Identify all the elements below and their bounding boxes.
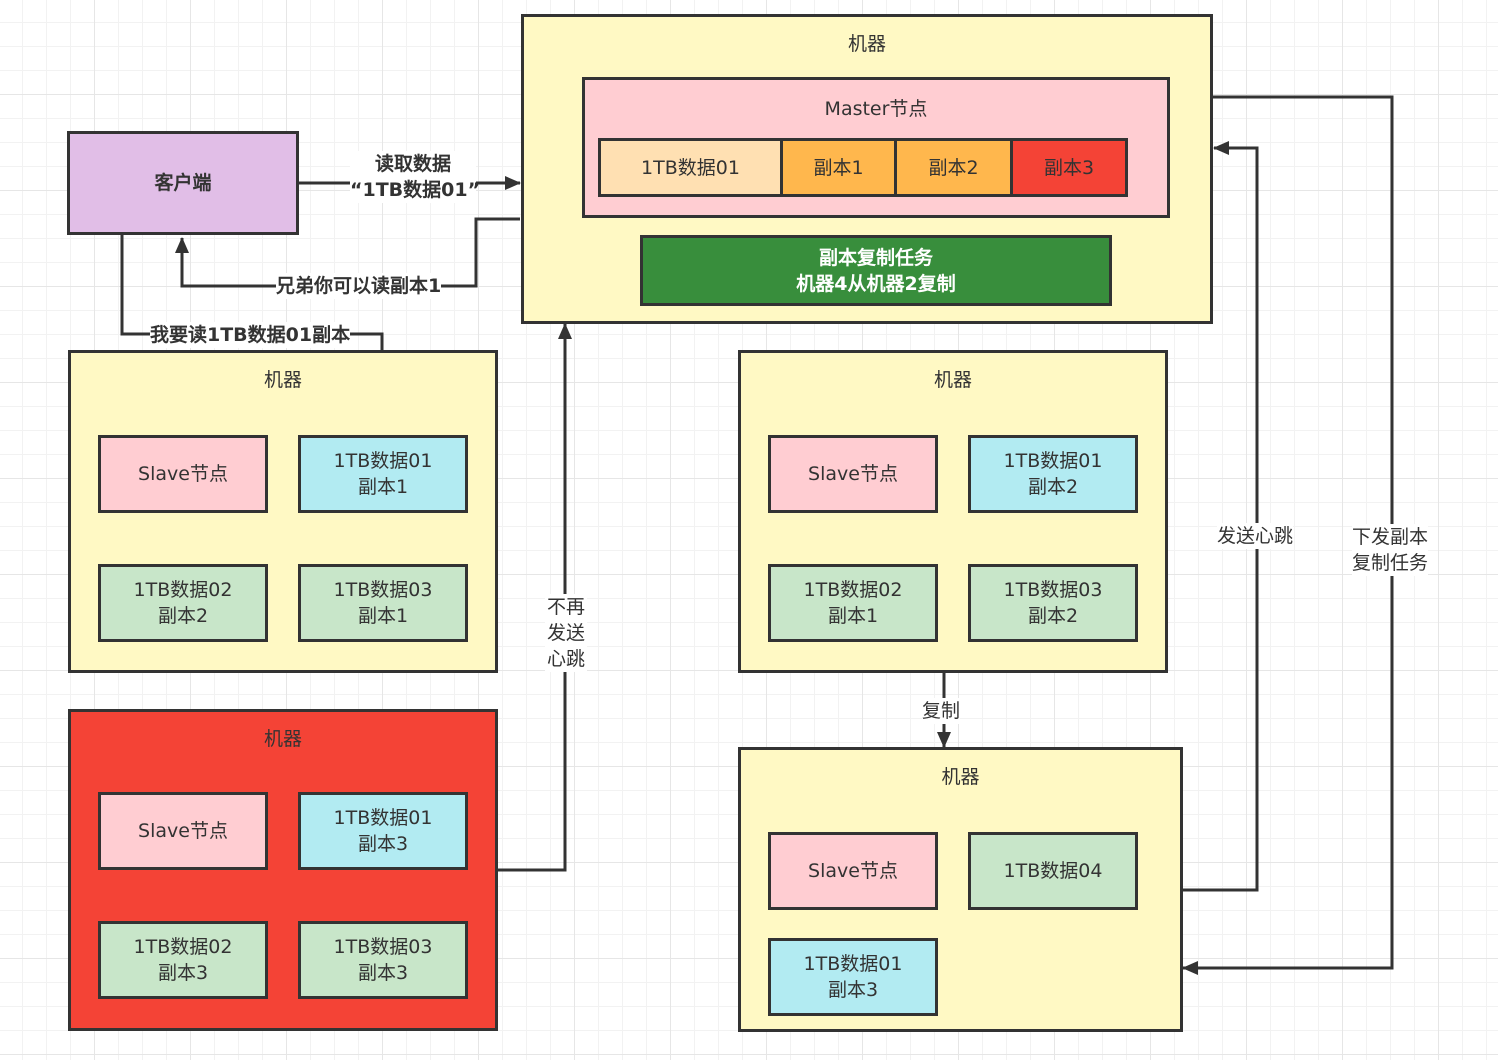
item-line1: Slave节点 (138, 820, 228, 842)
label-line1: 不再 (546, 596, 585, 618)
replica-block[interactable]: 1TB数据03 副本2 (968, 564, 1138, 642)
replica-copy-task[interactable]: 副本复制任务 机器4从机器2复制 (640, 235, 1112, 306)
task-line2: 机器4从机器2复制 (796, 272, 956, 295)
segment-label: 副本2 (928, 156, 979, 179)
replica-block[interactable]: 1TB数据04 (968, 832, 1138, 910)
label-line1: 读取数据 (374, 153, 451, 175)
replica-block[interactable]: 1TB数据01 副本3 (298, 792, 468, 870)
segment-replica3[interactable]: 副本3 (1013, 141, 1125, 194)
slave-node[interactable]: Slave节点 (768, 435, 938, 513)
label-line2: 复制任务 (1352, 552, 1429, 574)
item-line1: 1TB数据02 (133, 579, 233, 601)
edge-label-master-reply: 兄弟你可以读副本1 (276, 273, 442, 299)
item-line1: Slave节点 (808, 463, 898, 485)
replica-block[interactable]: 1TB数据02 副本3 (98, 921, 268, 999)
slave-node[interactable]: Slave节点 (768, 832, 938, 910)
machine-title: 机器 (933, 369, 972, 391)
machine-title: 机器 (263, 728, 302, 750)
segment-replica2[interactable]: 副本2 (897, 141, 1013, 194)
task-line1: 副本复制任务 (818, 246, 933, 269)
machine-title: 机器 (847, 33, 886, 55)
replica-block[interactable]: 1TB数据01 副本2 (968, 435, 1138, 513)
item-line2: 副本3 (157, 962, 209, 984)
slave-node[interactable]: Slave节点 (98, 435, 268, 513)
item-line2: 副本1 (827, 605, 879, 627)
machine-title: 机器 (263, 369, 302, 391)
replica-block[interactable]: 1TB数据02 副本1 (768, 564, 938, 642)
master-machine[interactable]: 机器 Master节点 1TB数据01 副本1 副本2 副本3 副本复制任务 机… (521, 14, 1213, 324)
segment-replica1[interactable]: 副本1 (783, 141, 897, 194)
label-line2: 发送 (546, 622, 585, 644)
edge-label-dispatch-task: 下发副本 复制任务 (1352, 524, 1429, 576)
replica-block[interactable]: 1TB数据03 副本1 (298, 564, 468, 642)
item-line1: Slave节点 (138, 463, 228, 485)
master-data-bar: 1TB数据01 副本1 副本2 副本3 (598, 138, 1128, 197)
replica-block[interactable]: 1TB数据01 副本1 (298, 435, 468, 513)
segment-data01[interactable]: 1TB数据01 (601, 141, 783, 194)
replica-block[interactable]: 1TB数据03 副本3 (298, 921, 468, 999)
slave-node[interactable]: Slave节点 (98, 792, 268, 870)
master-node-label: Master节点 (824, 98, 928, 120)
item-line2: 副本3 (827, 979, 879, 1001)
label-line3: 心跳 (546, 648, 585, 670)
edge-label-client-read-replica: 我要读1TB数据01副本 (150, 322, 351, 348)
item-line1: 1TB数据01 (333, 450, 433, 472)
edge-label-read-request: 读取数据 “1TB数据01” (350, 151, 481, 203)
item-line2: 副本1 (357, 476, 409, 498)
item-line1: 1TB数据03 (333, 579, 433, 601)
label-line1: 下发副本 (1352, 526, 1429, 548)
item-line1: 1TB数据02 (133, 936, 233, 958)
replica-block[interactable]: 1TB数据02 副本2 (98, 564, 268, 642)
client-label: 客户端 (154, 172, 212, 194)
edge-label-no-heartbeat: 不再 发送 心跳 (545, 594, 587, 672)
item-line2: 副本1 (357, 605, 409, 627)
item-line2: 副本3 (357, 962, 409, 984)
item-line1: 1TB数据01 (333, 807, 433, 829)
client-node[interactable]: 客户端 (67, 131, 299, 235)
machine-3[interactable]: 机器 Slave节点 1TB数据01 副本2 1TB数据02 副本1 1TB数据… (738, 350, 1168, 673)
item-line2: 副本2 (1027, 605, 1079, 627)
item-line1: 1TB数据01 (1003, 450, 1103, 472)
replica-block[interactable]: 1TB数据01 副本3 (768, 938, 938, 1016)
segment-label: 1TB数据01 (641, 156, 740, 179)
label-line2: “1TB数据01” (350, 179, 481, 201)
item-line2: 副本2 (157, 605, 209, 627)
item-line1: 1TB数据01 (803, 953, 903, 975)
segment-label: 副本1 (813, 156, 864, 179)
item-line1: 1TB数据03 (1003, 579, 1103, 601)
machine-1[interactable]: 机器 Slave节点 1TB数据01 副本1 1TB数据02 副本2 1TB数据… (68, 350, 498, 673)
machine-4[interactable]: 机器 Slave节点 1TB数据04 1TB数据01 副本3 (738, 747, 1183, 1032)
machine-title: 机器 (941, 766, 980, 788)
master-node[interactable]: Master节点 1TB数据01 副本1 副本2 副本3 (582, 77, 1170, 218)
item-line1: 1TB数据04 (1003, 860, 1103, 882)
item-line2: 副本3 (357, 833, 409, 855)
segment-label: 副本3 (1043, 156, 1095, 179)
machine-2-dead[interactable]: 机器 Slave节点 1TB数据01 副本3 1TB数据02 副本3 1TB数据… (68, 709, 498, 1031)
item-line1: 1TB数据02 (803, 579, 903, 601)
item-line2: 副本2 (1027, 476, 1079, 498)
edge-label-heartbeat: 发送心跳 (1217, 523, 1294, 549)
edge-label-copy: 复制 (922, 698, 961, 724)
item-line1: Slave节点 (808, 860, 898, 882)
item-line1: 1TB数据03 (333, 936, 433, 958)
